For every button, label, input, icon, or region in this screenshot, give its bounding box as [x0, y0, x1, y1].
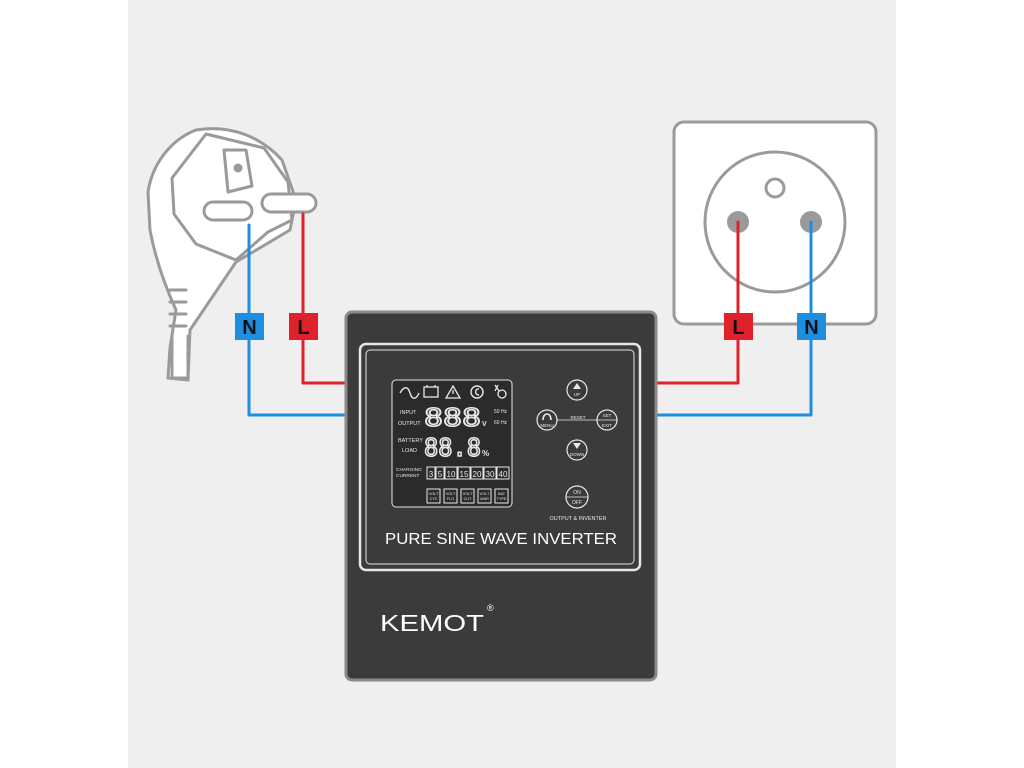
svg-text:CYC: CYC — [429, 497, 437, 501]
battery-icon — [423, 385, 439, 398]
svg-text:INPUT: INPUT — [400, 410, 417, 416]
svg-text:N: N — [804, 317, 818, 339]
svg-text:ON: ON — [573, 490, 581, 496]
socket-neutral-tag: N — [797, 313, 826, 340]
svg-text:15: 15 — [460, 470, 469, 479]
svg-text:30: 30 — [486, 470, 495, 479]
svg-text:TYPE: TYPE — [497, 497, 507, 501]
svg-text:BATTERY: BATTERY — [398, 438, 423, 444]
svg-text:VOLT: VOLT — [480, 492, 490, 496]
socket-live-wire — [648, 220, 740, 385]
power-c-icon — [470, 385, 484, 399]
inverter-device: INPUT OUTPUT 888 V 50 Hz 60 Hz BATTERY L… — [344, 310, 658, 682]
svg-text:10: 10 — [447, 470, 456, 479]
svg-text:5: 5 — [438, 470, 443, 479]
svg-text:CUT: CUT — [464, 497, 472, 501]
output-inverter-label: OUTPUT & INVENTER — [549, 516, 606, 522]
menu-button[interactable]: MENU — [536, 409, 558, 431]
svg-text:40: 40 — [499, 470, 508, 479]
wires — [247, 212, 813, 417]
svg-text:%: % — [482, 449, 489, 458]
svg-text:UP: UP — [574, 392, 580, 397]
svg-text:BAT: BAT — [498, 492, 506, 496]
svg-text:N: N — [242, 317, 256, 339]
svg-text:60 Hz: 60 Hz — [494, 420, 508, 426]
plug-neutral-wire — [247, 223, 352, 417]
svg-text:VOLT: VOLT — [429, 492, 439, 496]
svg-text:V: V — [482, 421, 487, 428]
up-button[interactable]: UP — [566, 379, 588, 401]
svg-text:3: 3 — [429, 470, 434, 479]
socket-icon — [672, 120, 878, 326]
svg-text:CURRENT: CURRENT — [396, 473, 420, 479]
on-off-button[interactable]: ON OFF — [565, 485, 589, 509]
down-button[interactable]: DOWN — [566, 439, 588, 461]
svg-text:SET: SET — [603, 413, 612, 418]
svg-text:EXIT: EXIT — [602, 423, 612, 428]
charging-current-scale: 3 5 10 15 20 30 40 — [426, 466, 510, 480]
svg-text:L: L — [732, 317, 744, 339]
svg-text:20: 20 — [473, 470, 482, 479]
lcd-mode-indicators: VOLT CYC VOLT FLO VOLT CUT VOLT WAR BAT … — [426, 488, 509, 504]
svg-text:RESET: RESET — [570, 415, 585, 420]
svg-text:CHARGING: CHARGING — [396, 467, 422, 473]
svg-text:VOLT: VOLT — [446, 492, 456, 496]
fan-icon — [494, 384, 507, 399]
svg-text:MENU: MENU — [540, 423, 553, 428]
plug-live-wire — [301, 212, 352, 385]
ac-sine-icon — [399, 387, 420, 399]
plug-pins — [202, 192, 318, 222]
plug-live-tag: L — [289, 313, 318, 340]
lcd-volt-digits: 888 — [424, 403, 481, 432]
set-exit-button[interactable]: SET EXIT — [596, 409, 618, 431]
socket-neutral-wire — [648, 220, 813, 417]
svg-text:DOWN: DOWN — [570, 452, 584, 457]
svg-text:VOLT: VOLT — [463, 492, 473, 496]
device-title: PURE SINE WAVE INVERTER — [385, 531, 617, 548]
svg-text:WAR: WAR — [480, 497, 489, 501]
plug-icon — [146, 127, 298, 382]
brand-logo: KEMOT — [380, 610, 484, 636]
svg-text:FLO: FLO — [447, 497, 454, 501]
svg-text:OFF: OFF — [572, 500, 582, 506]
socket-live-tag: L — [724, 313, 753, 340]
svg-text:L: L — [297, 317, 309, 339]
warning-icon — [444, 384, 462, 399]
registered-mark: ® — [487, 603, 494, 613]
svg-text:LOAD: LOAD — [402, 448, 417, 454]
svg-text:OUTPUT: OUTPUT — [398, 421, 421, 427]
svg-text:50 Hz: 50 Hz — [494, 409, 508, 415]
plug-neutral-tag: N — [235, 313, 264, 340]
lcd-pct-digits: 88.8 — [424, 433, 481, 462]
lcd-display: INPUT OUTPUT 888 V 50 Hz 60 Hz BATTERY L… — [391, 379, 513, 508]
